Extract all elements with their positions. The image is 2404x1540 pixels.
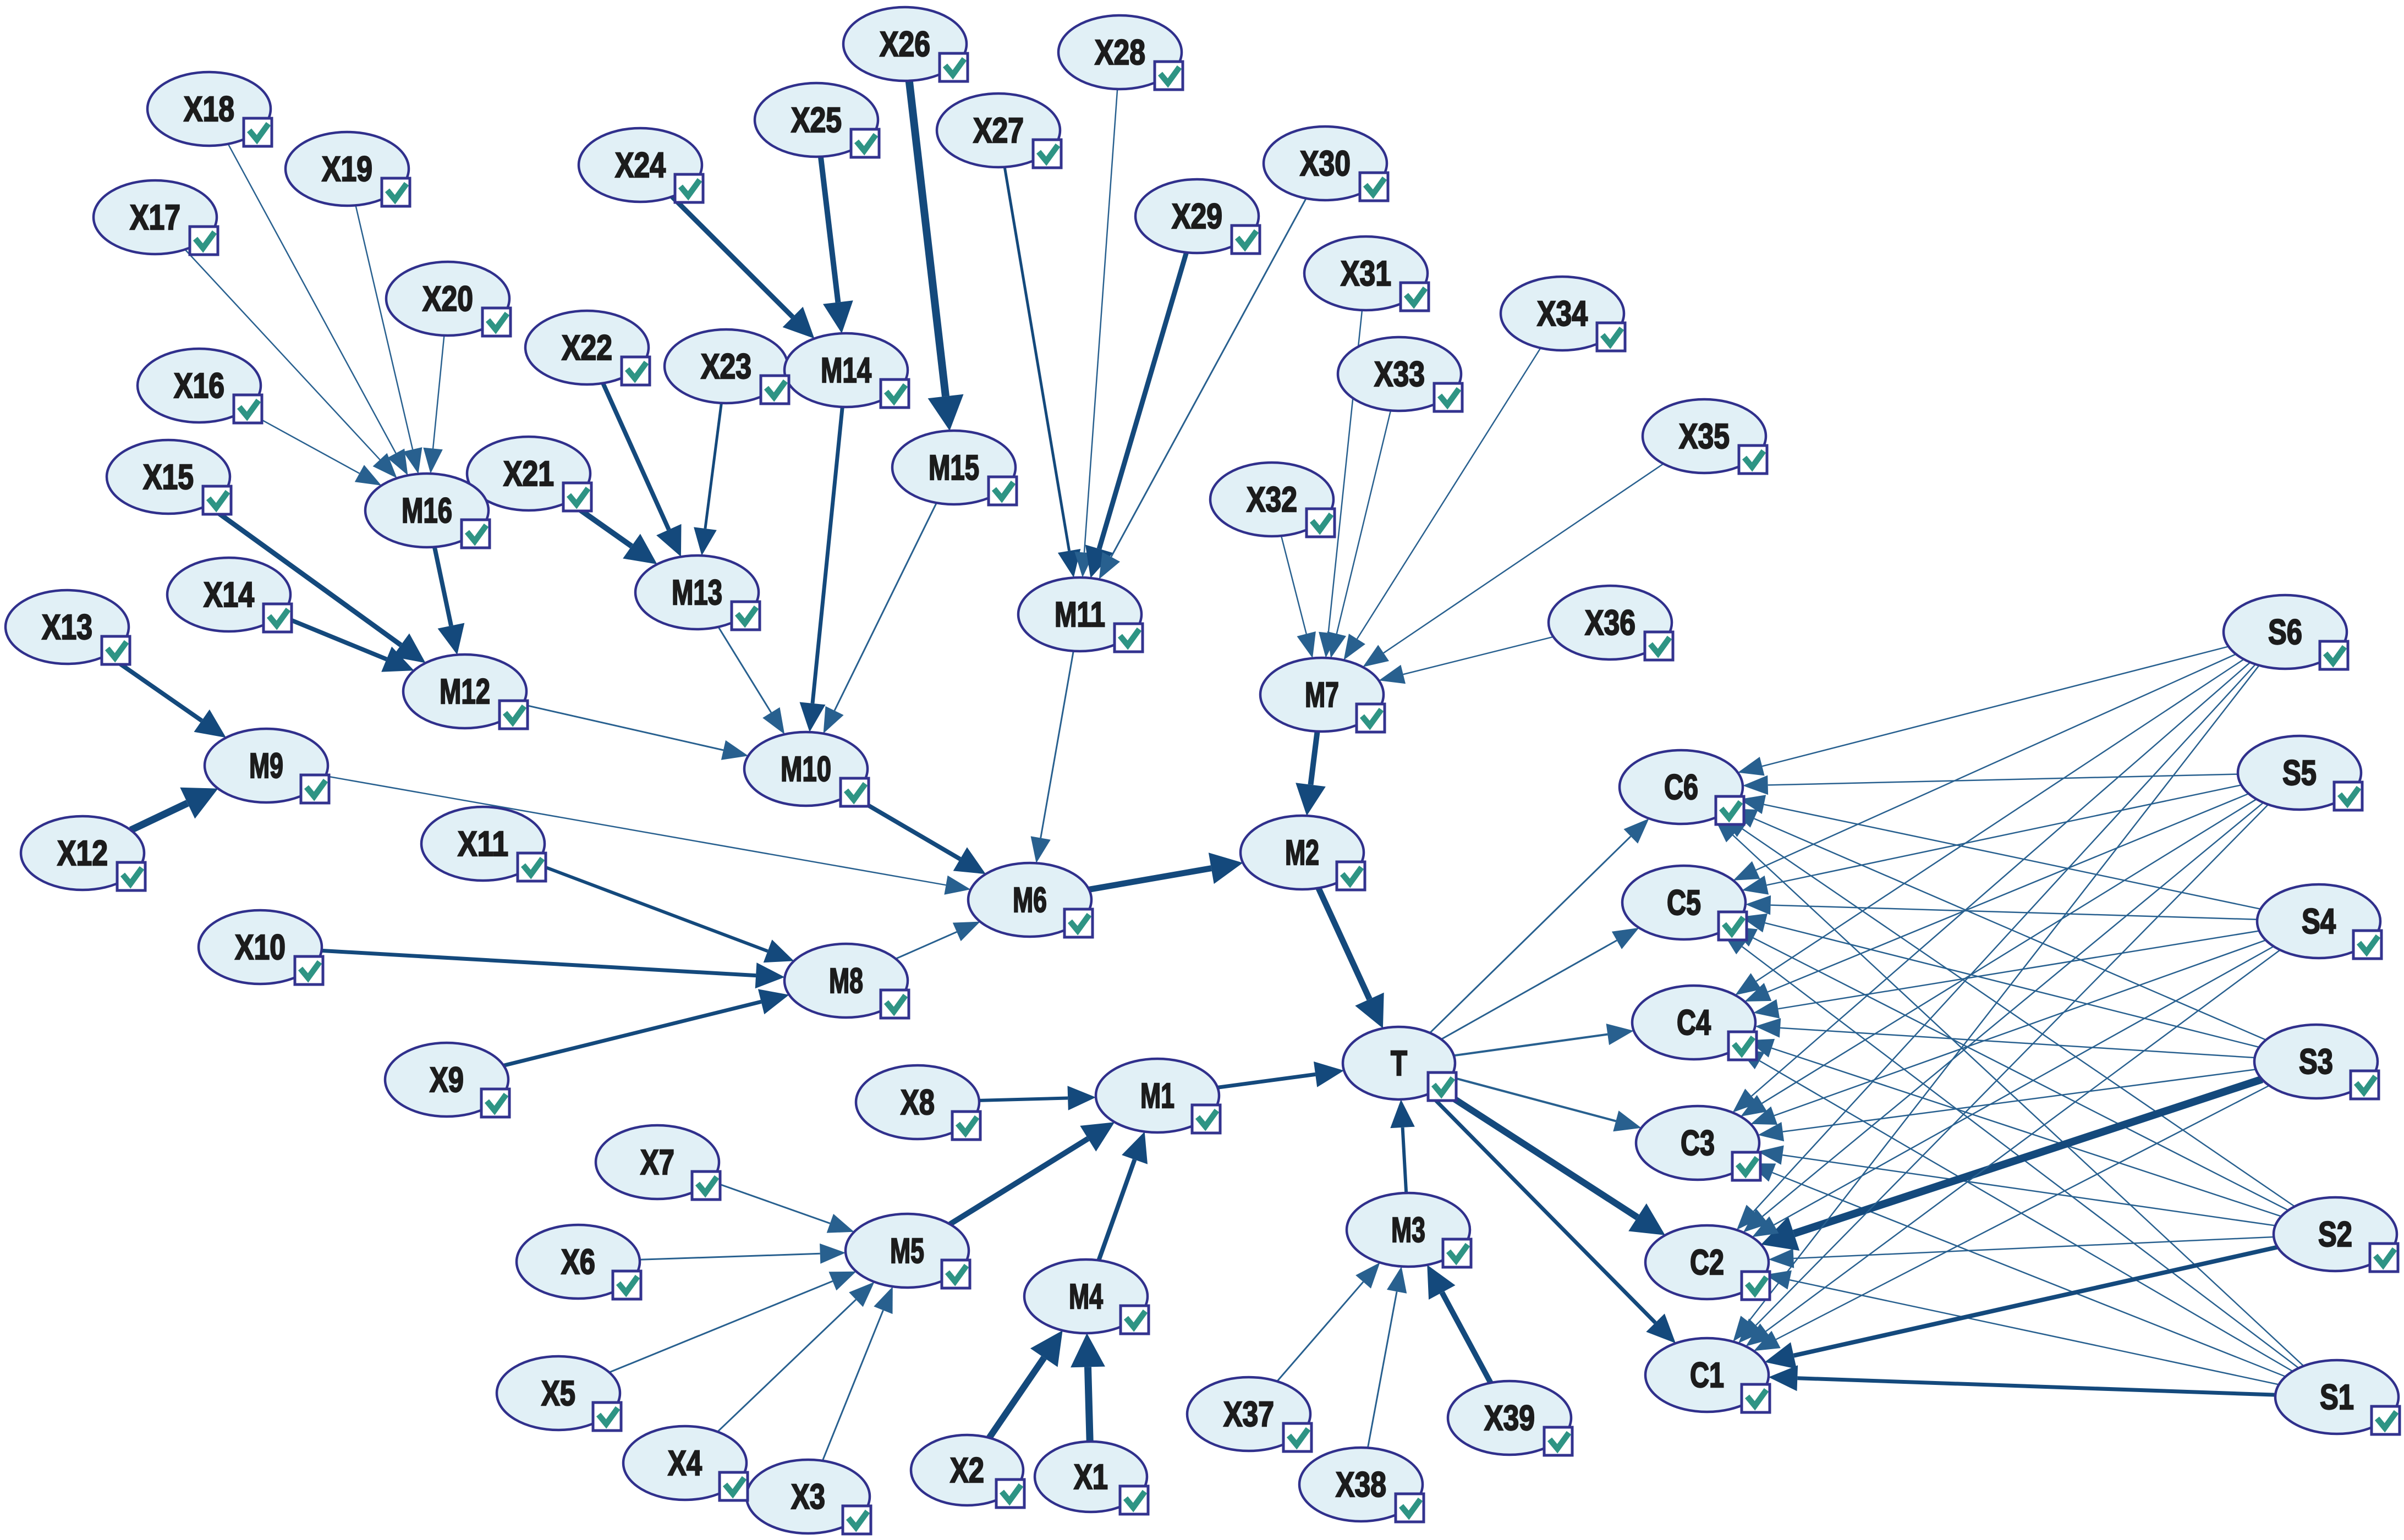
svg-text:M11: M11 bbox=[1055, 595, 1105, 634]
svg-text:X31: X31 bbox=[1341, 254, 1391, 293]
svg-text:S3: S3 bbox=[2299, 1042, 2333, 1081]
svg-text:X8: X8 bbox=[901, 1082, 935, 1122]
svg-text:M16: M16 bbox=[402, 491, 452, 530]
svg-text:X35: X35 bbox=[1679, 416, 1730, 456]
svg-text:X21: X21 bbox=[503, 454, 554, 493]
svg-text:C4: C4 bbox=[1677, 1003, 1711, 1042]
svg-text:S6: S6 bbox=[2268, 612, 2302, 652]
svg-text:X24: X24 bbox=[615, 145, 666, 185]
svg-text:X14: X14 bbox=[204, 575, 254, 614]
svg-text:X29: X29 bbox=[1172, 196, 1222, 236]
svg-text:X11: X11 bbox=[458, 824, 508, 864]
svg-text:X39: X39 bbox=[1484, 1398, 1535, 1438]
svg-text:X10: X10 bbox=[235, 927, 286, 967]
svg-text:M14: M14 bbox=[821, 350, 871, 390]
svg-text:X25: X25 bbox=[791, 100, 842, 140]
svg-text:S5: S5 bbox=[2282, 753, 2317, 793]
svg-text:C2: C2 bbox=[1690, 1242, 1724, 1282]
svg-text:M8: M8 bbox=[829, 961, 863, 1000]
svg-text:M3: M3 bbox=[1391, 1210, 1425, 1250]
svg-text:S4: S4 bbox=[2302, 901, 2336, 941]
svg-text:X9: X9 bbox=[430, 1060, 464, 1099]
svg-text:M7: M7 bbox=[1305, 675, 1339, 714]
svg-text:X19: X19 bbox=[322, 149, 372, 189]
svg-text:X38: X38 bbox=[1336, 1465, 1386, 1504]
svg-text:X37: X37 bbox=[1223, 1394, 1274, 1434]
svg-text:C1: C1 bbox=[1690, 1355, 1724, 1395]
svg-text:X26: X26 bbox=[880, 24, 930, 64]
svg-text:X5: X5 bbox=[541, 1373, 575, 1413]
svg-text:X3: X3 bbox=[791, 1477, 825, 1516]
svg-text:C3: C3 bbox=[1681, 1123, 1715, 1163]
svg-text:X7: X7 bbox=[640, 1142, 674, 1182]
svg-text:C5: C5 bbox=[1667, 883, 1701, 922]
svg-text:X4: X4 bbox=[668, 1443, 702, 1483]
svg-text:X16: X16 bbox=[174, 366, 224, 405]
svg-text:M2: M2 bbox=[1285, 833, 1319, 872]
svg-text:X20: X20 bbox=[422, 279, 473, 318]
svg-text:M10: M10 bbox=[781, 749, 831, 789]
svg-text:X27: X27 bbox=[973, 111, 1024, 150]
svg-text:X23: X23 bbox=[701, 346, 751, 386]
svg-text:X28: X28 bbox=[1095, 32, 1145, 72]
svg-text:X1: X1 bbox=[1074, 1457, 1108, 1497]
svg-text:M12: M12 bbox=[440, 672, 490, 711]
svg-text:X6: X6 bbox=[561, 1242, 595, 1282]
svg-text:X17: X17 bbox=[130, 197, 180, 237]
svg-text:M9: M9 bbox=[249, 746, 283, 785]
svg-text:X34: X34 bbox=[1537, 294, 1588, 333]
svg-text:T: T bbox=[1391, 1043, 1407, 1083]
svg-text:S1: S1 bbox=[2320, 1377, 2354, 1417]
svg-text:X12: X12 bbox=[57, 833, 108, 873]
svg-text:X2: X2 bbox=[950, 1450, 984, 1490]
svg-text:M4: M4 bbox=[1069, 1277, 1103, 1316]
svg-text:M15: M15 bbox=[929, 448, 979, 487]
svg-text:X32: X32 bbox=[1247, 480, 1297, 519]
svg-text:X15: X15 bbox=[143, 457, 194, 497]
svg-text:C6: C6 bbox=[1664, 767, 1698, 807]
svg-text:X36: X36 bbox=[1585, 603, 1635, 642]
svg-text:M1: M1 bbox=[1140, 1076, 1174, 1115]
svg-text:X13: X13 bbox=[42, 607, 92, 647]
svg-text:X33: X33 bbox=[1374, 354, 1425, 394]
svg-text:M6: M6 bbox=[1013, 880, 1047, 920]
svg-text:X18: X18 bbox=[184, 89, 234, 129]
svg-text:X30: X30 bbox=[1300, 144, 1351, 183]
svg-text:M13: M13 bbox=[672, 573, 722, 612]
svg-text:M5: M5 bbox=[890, 1231, 924, 1270]
svg-text:X22: X22 bbox=[562, 328, 612, 367]
svg-text:S2: S2 bbox=[2318, 1214, 2352, 1254]
